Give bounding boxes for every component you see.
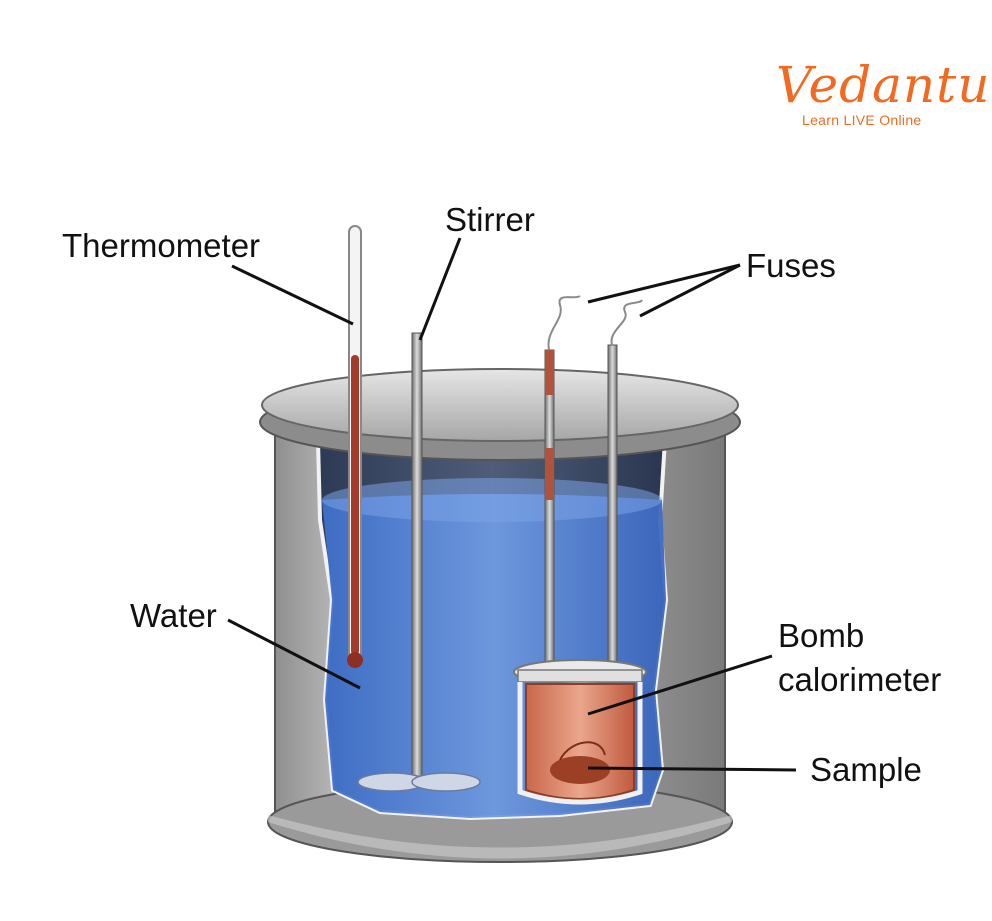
label-sample: Sample xyxy=(810,751,922,788)
bomb-calorimeter xyxy=(513,659,647,805)
fuse-pointer-right xyxy=(639,263,741,318)
bomb-pointer xyxy=(587,654,773,716)
fuse-rods xyxy=(544,295,643,664)
sample-mass xyxy=(550,756,610,784)
fuse-wire-right xyxy=(610,299,643,346)
brand-logo: Vedantu Learn LIVE Online xyxy=(776,56,991,128)
brand-tagline: Learn LIVE Online xyxy=(802,112,922,128)
water-pointer xyxy=(227,618,361,690)
callout-lines xyxy=(227,237,797,772)
stirrer-blade-right xyxy=(411,772,481,792)
fuse-wire-left xyxy=(547,295,581,351)
thermometer xyxy=(347,225,363,668)
lid xyxy=(259,368,741,461)
label-water: Water xyxy=(130,597,217,634)
water-surface xyxy=(322,478,662,522)
stirrer xyxy=(357,332,481,792)
thermometer-pointer xyxy=(231,264,354,326)
fuse-pointer-left xyxy=(587,263,741,304)
label-stirrer: Stirrer xyxy=(445,201,535,238)
label-bomb-line1: Bomb xyxy=(778,617,865,654)
label-bomb-line2: calorimeter xyxy=(778,661,942,698)
label-fuses: Fuses xyxy=(746,247,836,284)
stirrer-pointer xyxy=(418,237,462,341)
label-thermometer: Thermometer xyxy=(62,227,261,264)
brand-name: Vedantu xyxy=(776,56,991,114)
sample-pointer xyxy=(587,766,797,772)
